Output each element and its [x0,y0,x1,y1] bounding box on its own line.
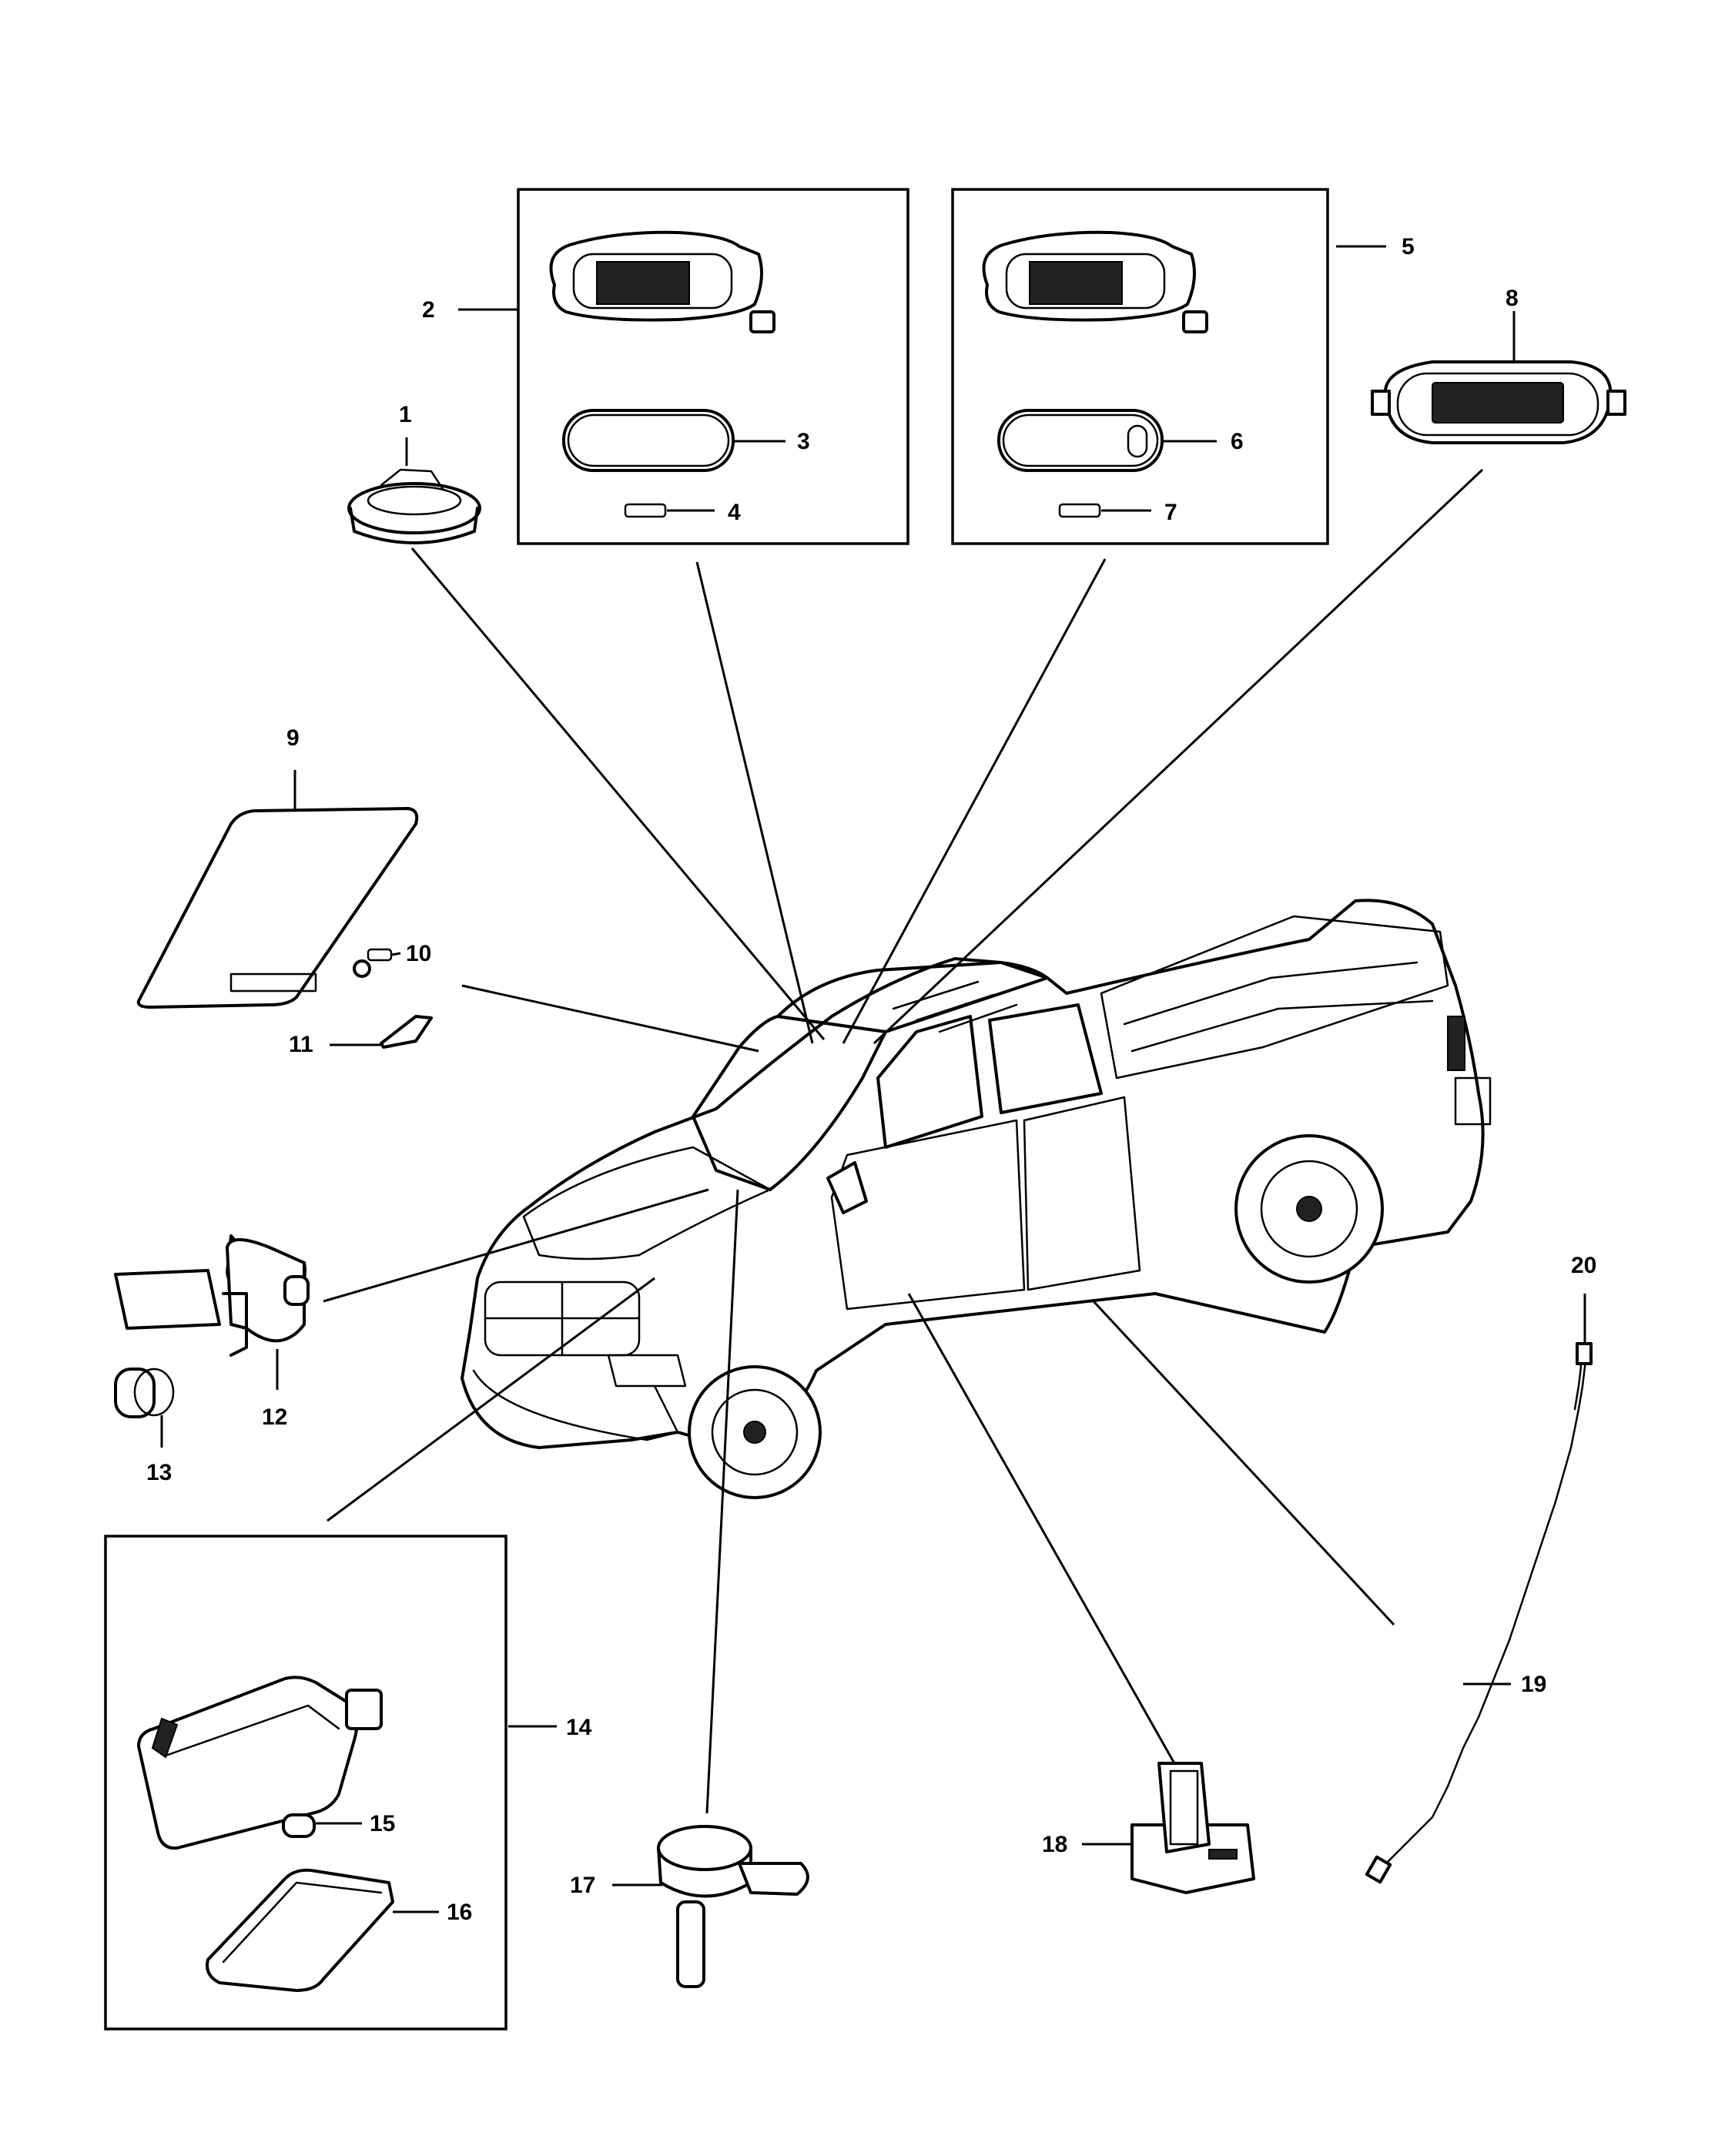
round-lamp-icon [347,468,481,544]
festoon-bulb-icon [624,503,667,518]
leader-lines [160,245,1586,1913]
callout-18: 18 [1042,1832,1067,1857]
callout-17: 17 [570,1873,595,1898]
callout-4: 4 [728,500,741,525]
callout-15: 15 [370,1811,395,1836]
callout-19: 19 [1521,1672,1546,1697]
callout-9: 9 [286,725,300,751]
courtesy-lens-icon [206,1868,394,1992]
group-box-14-16 [104,1535,507,2030]
connector-module-icon [1130,1762,1255,1894]
callout-14: 14 [566,1715,592,1740]
map-lamp-bulb-icon [1058,503,1101,518]
callout-20: 20 [1571,1253,1596,1278]
callout-3: 3 [797,429,810,454]
dome-lamp-lens-icon [562,409,735,472]
cargo-lamp-icon [1371,360,1626,444]
group-box-5-7 [951,188,1329,545]
callout-6: 6 [1231,429,1244,454]
sensor-lamp-icon [114,1234,310,1357]
rain-sensor-icon [657,1825,809,1988]
callout-2: 2 [422,297,435,323]
map-lamp-lens-icon [997,409,1164,472]
pickup-truck-icon [461,899,1492,1499]
overhead-console-icon [136,807,419,1009]
callout-8: 8 [1506,286,1519,311]
courtesy-lamp-icon [137,1676,383,1850]
callout-7: 7 [1164,500,1177,525]
bolt-icon [353,948,393,978]
map-lamp-housing-icon [982,230,1208,333]
callout-11: 11 [289,1032,313,1057]
callout-16: 16 [447,1900,472,1925]
antenna-cable-icon [1365,1342,1593,1884]
sensor-bulb-icon [114,1368,175,1418]
courtesy-bulb-icon [282,1813,316,1838]
small-lens-icon [380,1015,433,1049]
callout-10: 10 [406,941,431,966]
callout-12: 12 [262,1404,287,1430]
callout-5: 5 [1402,234,1415,259]
group-box-2-4 [517,188,909,545]
dome-lamp-housing-icon [549,230,775,333]
callout-1: 1 [399,402,412,427]
callout-13: 13 [146,1460,172,1485]
